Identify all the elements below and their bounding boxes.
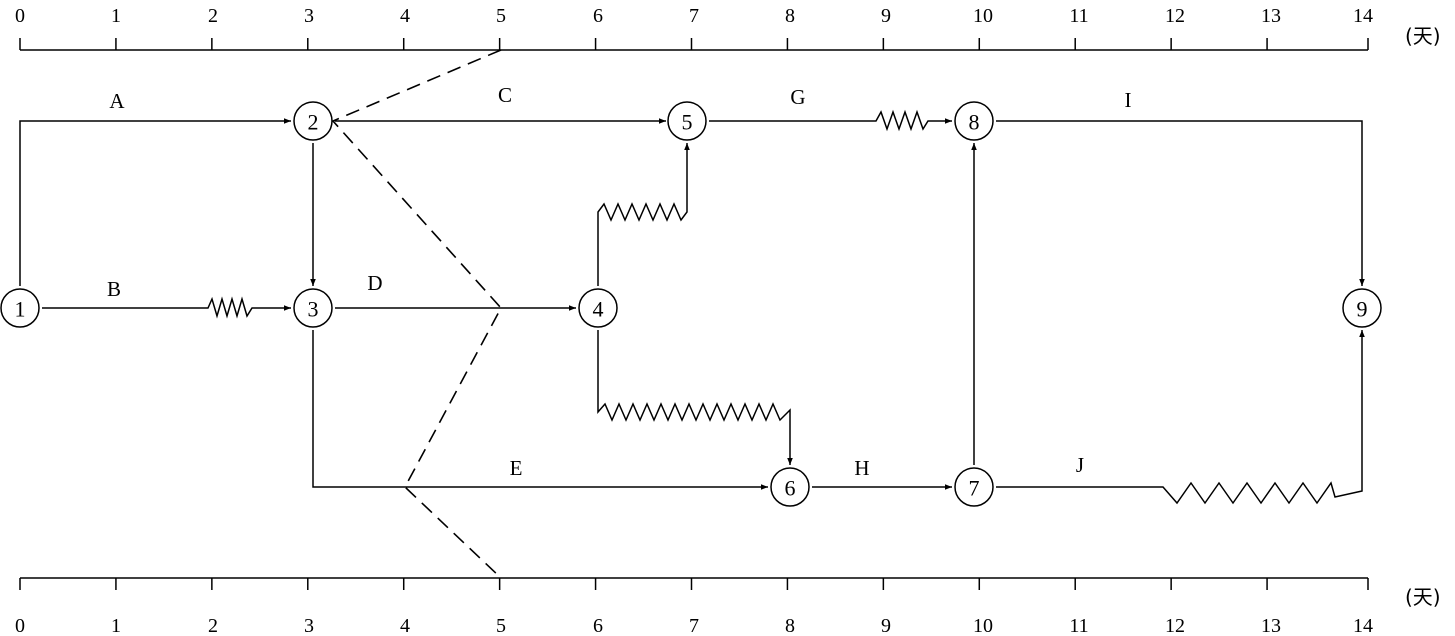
top-tick-label: 6 bbox=[593, 5, 603, 27]
bottom-tick-label: 14 bbox=[1353, 615, 1373, 636]
top-tick-label: 8 bbox=[785, 5, 795, 27]
node-label: 5 bbox=[682, 110, 693, 135]
top-tick-label: 2 bbox=[208, 5, 218, 27]
top-tick-label: 3 bbox=[304, 5, 314, 27]
node-4: 4 bbox=[578, 288, 618, 328]
bottom-tick-label: 11 bbox=[1069, 615, 1088, 636]
node-label: 7 bbox=[969, 476, 980, 501]
top-tick-label: 12 bbox=[1165, 5, 1185, 27]
activity-label-a: A bbox=[109, 89, 125, 113]
bottom-tick-label: 7 bbox=[689, 615, 699, 636]
bottom-tick-label: 13 bbox=[1261, 615, 1281, 636]
activity-label-d: D bbox=[367, 271, 382, 295]
bottom-tick-label: 8 bbox=[785, 615, 795, 636]
node-8: 8 bbox=[954, 101, 994, 141]
activity-arrow-a bbox=[19, 118, 291, 286]
bottom-tick-label: 10 bbox=[973, 615, 993, 636]
activity-label-j: J bbox=[1076, 453, 1084, 477]
node-6: 6 bbox=[770, 467, 810, 507]
activity-label-e: E bbox=[510, 456, 523, 480]
bottom-tick-label: 2 bbox=[208, 615, 218, 636]
activity-label-h: H bbox=[854, 456, 869, 480]
bottom-tick-label: 9 bbox=[881, 615, 891, 636]
top-tick-label: 11 bbox=[1069, 5, 1088, 27]
activity-arrow-i bbox=[996, 120, 1365, 286]
top-tick-label: 0 bbox=[15, 5, 25, 27]
top-tick-label: 14 bbox=[1353, 5, 1373, 27]
top-tick-label: 7 bbox=[689, 5, 699, 27]
node-label: 8 bbox=[969, 110, 980, 135]
node-label: 4 bbox=[593, 297, 604, 322]
bottom-tick-label: 6 bbox=[593, 615, 603, 636]
activity-label-c: C bbox=[498, 83, 512, 107]
bottom-tick-label: 0 bbox=[15, 615, 25, 636]
bottom-unit-label: (天) bbox=[1405, 585, 1441, 609]
top-tick-label: 13 bbox=[1261, 5, 1281, 27]
dummy-arrow-4-5 bbox=[597, 143, 690, 286]
node-9: 9 bbox=[1342, 288, 1382, 328]
top-tick-label: 9 bbox=[881, 5, 891, 27]
top-tick-label: 10 bbox=[973, 5, 993, 27]
node-2: 2 bbox=[293, 101, 333, 141]
activity-label-b: B bbox=[107, 277, 121, 301]
activity-arrow-g bbox=[709, 109, 952, 132]
activity-arrow-b bbox=[42, 296, 291, 319]
top-tick-label: 5 bbox=[496, 5, 506, 27]
bottom-tick-label: 12 bbox=[1165, 615, 1185, 636]
node-1: 1 bbox=[0, 288, 40, 328]
check-line bbox=[331, 49, 502, 579]
top-tick-label: 4 bbox=[400, 5, 410, 27]
top-time-scale: 0 1 2 3 4 5 6 7 8 9 10 11 12 13 14 (天) bbox=[15, 5, 1441, 51]
node-label: 2 bbox=[308, 110, 319, 135]
node-7: 7 bbox=[954, 467, 994, 507]
activity-arrow-e bbox=[312, 330, 768, 490]
activity-arrow-j bbox=[996, 330, 1365, 505]
event-nodes: 1 2 3 4 5 6 7 8 bbox=[0, 101, 1382, 507]
bottom-time-scale: 0 1 2 3 4 5 6 7 8 9 10 11 12 13 14 (天) bbox=[15, 577, 1441, 636]
bottom-tick-label: 5 bbox=[496, 615, 506, 636]
activity-label-i: I bbox=[1125, 88, 1132, 112]
node-label: 1 bbox=[15, 297, 26, 322]
top-unit-label: (天) bbox=[1405, 24, 1441, 48]
bottom-tick-label: 1 bbox=[111, 615, 121, 636]
activity-labels: A B C D E G H I J bbox=[107, 83, 1132, 480]
activity-arrows bbox=[19, 109, 1365, 505]
bottom-tick-label: 3 bbox=[304, 615, 314, 636]
node-label: 9 bbox=[1357, 297, 1368, 322]
activity-label-g: G bbox=[790, 85, 805, 109]
dummy-arrow-4-6 bbox=[597, 330, 793, 465]
top-tick-label: 1 bbox=[111, 5, 121, 27]
node-3: 3 bbox=[293, 288, 333, 328]
node-5: 5 bbox=[667, 101, 707, 141]
node-label: 3 bbox=[308, 297, 319, 322]
node-label: 6 bbox=[785, 476, 796, 501]
bottom-tick-label: 4 bbox=[400, 615, 410, 636]
